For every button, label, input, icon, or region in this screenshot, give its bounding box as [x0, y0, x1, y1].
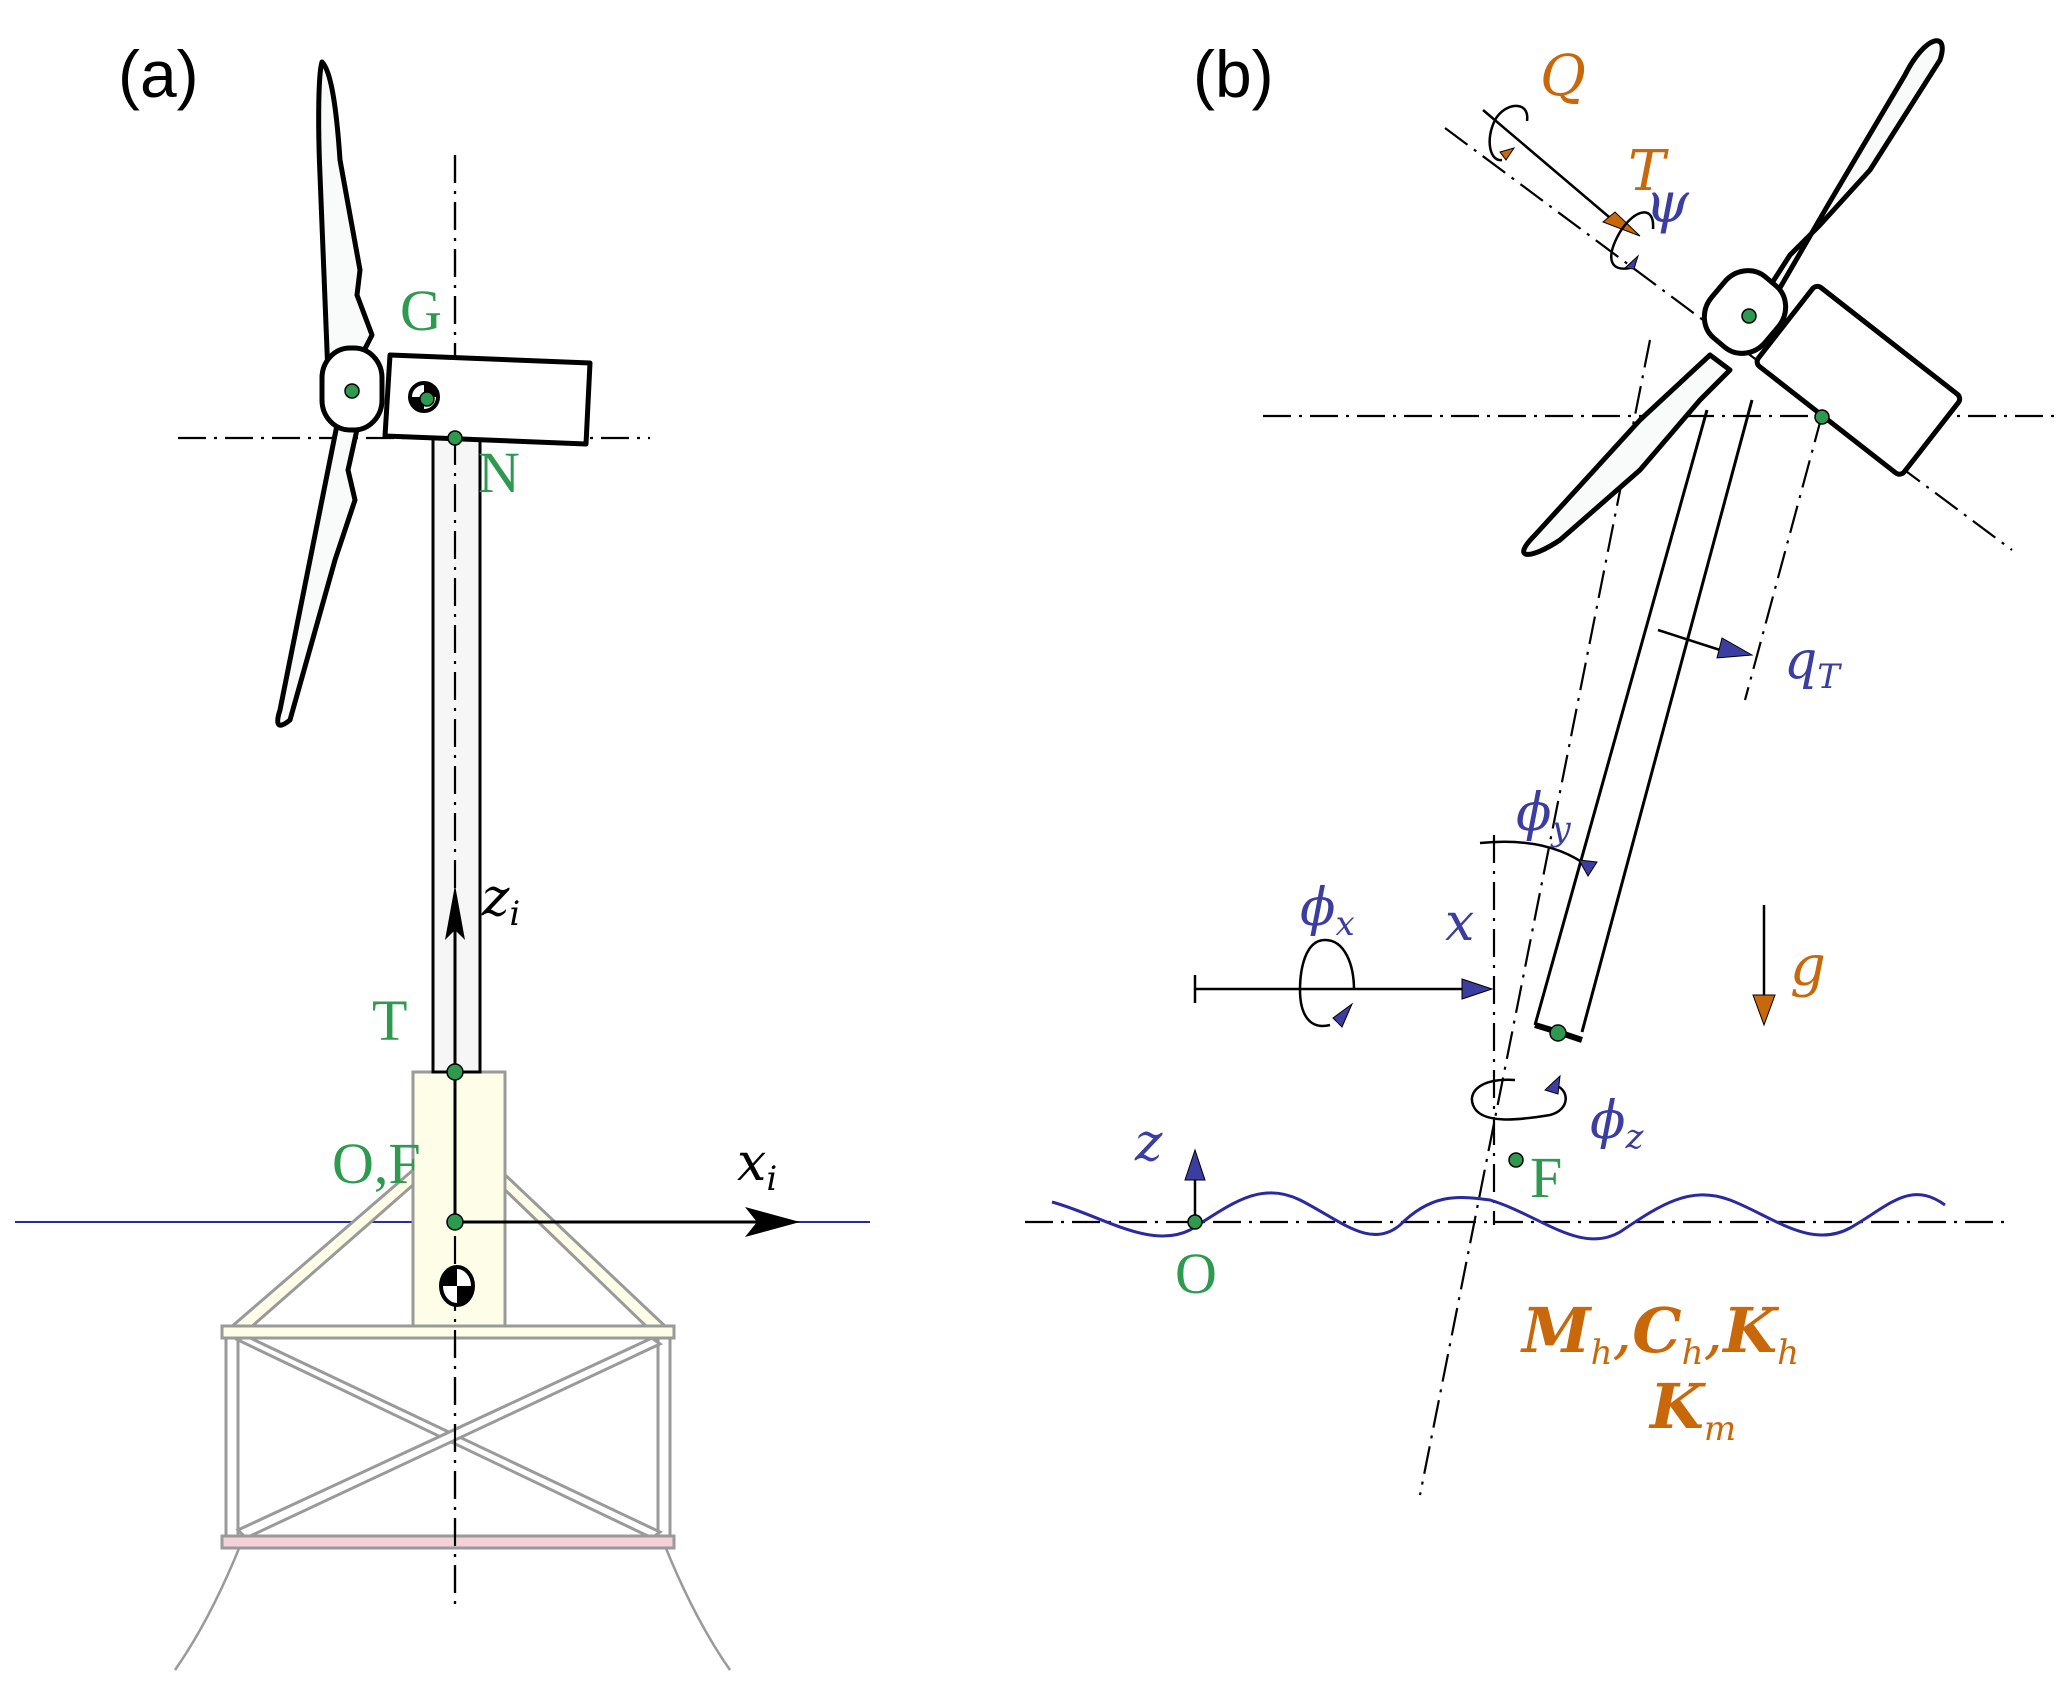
- surge-arrowhead: [1461, 978, 1494, 1000]
- label-z: z: [1134, 1113, 1163, 1173]
- blade-b-upper: [1742, 38, 1945, 328]
- label-qT: qT: [1784, 631, 1842, 697]
- thrust-arrow: [1482, 109, 1623, 229]
- label-phi-y: ϕy: [1516, 783, 1571, 849]
- tower-top-point-b: [1814, 409, 1830, 425]
- tower-deflection-arrowhead: [1716, 637, 1754, 659]
- label-psi: ψ: [1645, 171, 1690, 236]
- wave-surface: [1051, 1191, 1946, 1241]
- point-F: [1508, 1152, 1524, 1168]
- pitch-arrowhead: [1578, 859, 1598, 877]
- gravity-arrowhead: [1752, 994, 1776, 1027]
- label-N: N: [478, 440, 520, 505]
- yaw-arrowhead: [1544, 1074, 1561, 1095]
- nacelle: [382, 352, 593, 447]
- platform-truss: [220, 1166, 676, 1550]
- point-T: [446, 1063, 464, 1081]
- blade-b-lower: [1521, 352, 1733, 557]
- pitch-arc: [1479, 840, 1591, 869]
- xi-arrowhead: [745, 1207, 800, 1237]
- panel-a: (a): [15, 37, 870, 1671]
- label-T-thrust: T: [1628, 139, 1669, 204]
- tower-base-point: [1549, 1024, 1567, 1042]
- yaw-curl: [1470, 1078, 1567, 1121]
- mooring-line-right: [663, 1545, 732, 1671]
- torque-arrowhead: [1499, 147, 1516, 161]
- nacelle-cog-icon: [408, 381, 440, 413]
- label-O: O: [1175, 1241, 1217, 1306]
- label-xi: xi: [737, 1133, 777, 1199]
- rotor-azimuth-arrowhead: [1623, 254, 1640, 270]
- label-g: g: [1790, 934, 1826, 999]
- tower-deflection-line: [1657, 628, 1721, 652]
- label-Q: Q: [1540, 44, 1586, 109]
- roll-curl: [1298, 938, 1356, 1028]
- label-F: F: [1530, 1145, 1562, 1210]
- zi-arrowhead: [445, 885, 465, 940]
- mooring-line-left: [173, 1545, 242, 1671]
- deformed-axis-reference: [1743, 414, 1824, 701]
- point-N: [447, 430, 463, 446]
- point-OF: [446, 1213, 464, 1231]
- hub-point: [344, 383, 360, 399]
- label-G: G: [400, 278, 442, 343]
- heave-plate: [220, 1534, 676, 1550]
- rotor-azimuth-curl: [1610, 211, 1655, 270]
- panel-b: (b): [1025, 37, 2055, 1496]
- tower-b: [1533, 399, 1754, 1033]
- panel-b-label: (b): [1193, 37, 1274, 111]
- heave-arrowhead: [1184, 1148, 1206, 1181]
- hub-point-b: [1741, 308, 1757, 324]
- label-x: x: [1445, 893, 1474, 953]
- blade-upper: [316, 59, 375, 381]
- label-zi: zi: [481, 868, 520, 934]
- hydro-matrices-label: Mh,Ch,Kh: [1520, 1294, 1799, 1373]
- pontoon-deck: [220, 1324, 676, 1340]
- blade-lower: [275, 422, 361, 728]
- label-phi-x: ϕx: [1300, 878, 1355, 944]
- panel-a-label: (a): [118, 37, 199, 111]
- tilted-tower-axis: [1418, 339, 1652, 1496]
- point-O: [1187, 1214, 1203, 1230]
- label-phi-z: ϕz: [1590, 1091, 1644, 1157]
- mooring-matrix-label: Km: [1648, 1370, 1736, 1449]
- torque-curl: [1488, 104, 1529, 162]
- label-T: T: [372, 988, 407, 1053]
- platform-cog-icon: [439, 1265, 475, 1307]
- label-OF: O,F: [332, 1131, 421, 1196]
- roll-arrowhead: [1332, 1002, 1354, 1028]
